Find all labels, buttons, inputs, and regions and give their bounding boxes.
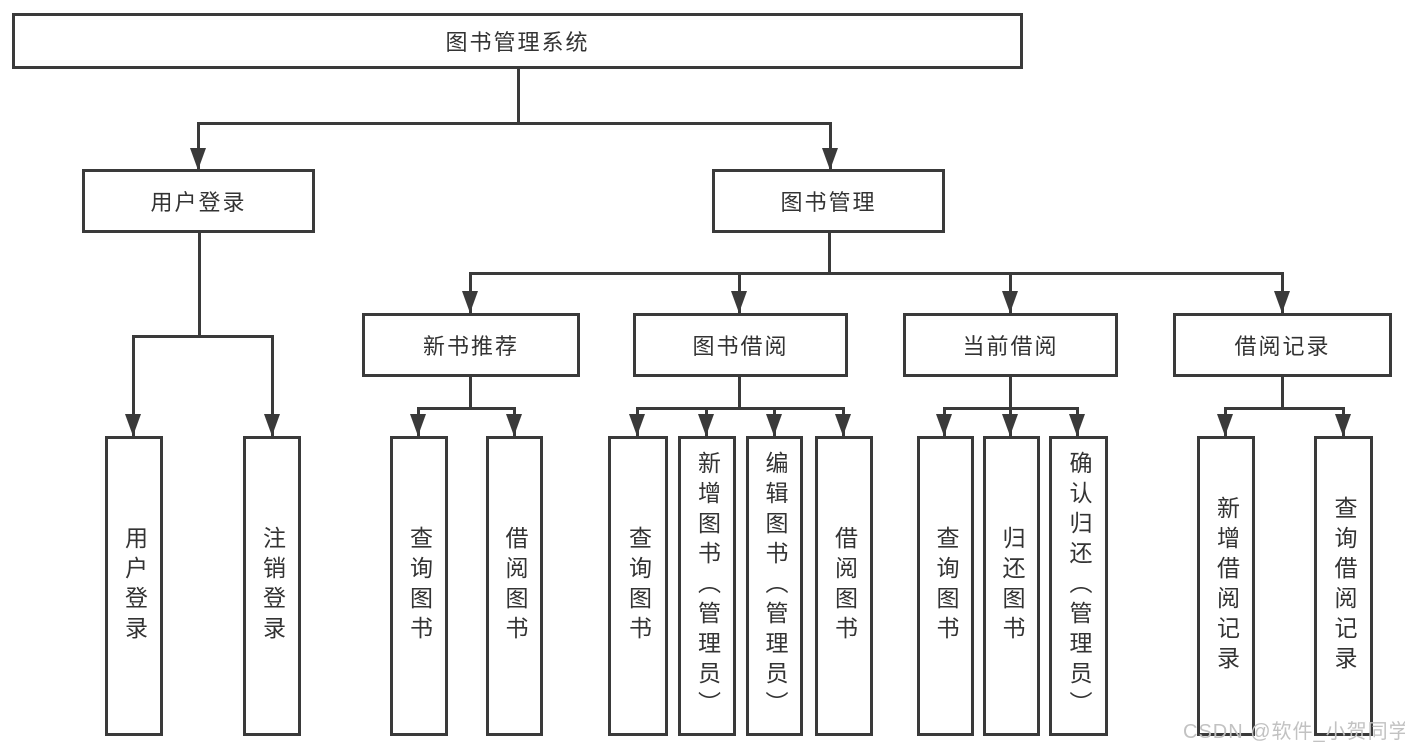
leaf-query-books-borrow-label: 查询图书 [625,526,652,646]
node-borrow-record: 借阅记录 [1173,313,1392,377]
leaf-query-books-borrow: 查询图书 [608,436,668,736]
connector-vline [198,233,201,335]
leaf-logout: 注销登录 [243,436,301,736]
leaf-user-login: 用户登录 [105,436,163,736]
connector-arrow [506,414,522,436]
connector-arrow [731,291,747,313]
connector-hline [636,407,844,410]
leaf-add-borrow-record: 新增借阅记录 [1197,436,1255,736]
connector-arrow [1217,414,1233,436]
connector-vline [829,122,832,170]
connector-vline [1009,377,1012,407]
node-borrow-record-label: 借阅记录 [1234,334,1331,359]
node-user-login: 用户登录 [82,169,315,233]
connector-arrow [1335,414,1351,436]
node-new-book-recommend-label: 新书推荐 [422,334,519,359]
connector-hline [469,272,1283,275]
leaf-borrow-books-label: 借阅图书 [831,526,858,646]
connector-arrow [1002,414,1018,436]
connector-arrow [125,414,141,436]
leaf-borrow-books: 借阅图书 [815,436,873,736]
connector-arrow [629,414,645,436]
leaf-query-borrow-record: 查询借阅记录 [1314,436,1373,736]
connector-vline [738,377,741,407]
node-book-management-label: 图书管理 [780,190,877,215]
leaf-edit-books-admin: 编辑图书（管理员） [746,436,803,736]
node-book-borrow: 图书借阅 [633,313,848,377]
connector-hline [1224,407,1344,410]
connector-arrow [1069,414,1085,436]
leaf-add-books-admin: 新增图书（管理员） [678,436,736,736]
leaf-logout-label: 注销登录 [259,526,286,646]
connector-arrow [1274,291,1290,313]
node-current-borrow-label: 当前借阅 [962,334,1059,359]
leaf-edit-books-admin-label: 编辑图书（管理员） [762,451,788,721]
node-book-borrow-label: 图书借阅 [692,334,789,359]
connector-arrow [410,414,426,436]
node-root-label: 图书管理系统 [445,30,590,55]
leaf-add-borrow-record-label: 新增借阅记录 [1213,496,1240,676]
connector-vline [828,233,831,272]
connector-arrow [766,414,782,436]
connector-arrow [190,148,206,170]
connector-arrow [835,414,851,436]
leaf-confirm-return-admin: 确认归还（管理员） [1049,436,1108,736]
connector-vline [469,377,472,407]
connector-vline [197,122,200,170]
connector-arrow [822,148,838,170]
connector-arrow [936,414,952,436]
connector-arrow [1002,291,1018,313]
node-current-borrow: 当前借阅 [903,313,1118,377]
node-user-login-label: 用户登录 [150,190,247,215]
connector-arrow [264,414,280,436]
connector-vline [517,69,520,122]
connector-vline [271,335,274,436]
leaf-return-books: 归还图书 [983,436,1040,736]
leaf-borrow-books-recommend-label: 借阅图书 [502,526,528,646]
leaf-query-books-current-label: 查询图书 [933,526,959,646]
leaf-user-login-label: 用户登录 [121,526,148,646]
leaf-borrow-books-recommend: 借阅图书 [486,436,543,736]
node-book-management: 图书管理 [712,169,945,233]
leaf-return-books-label: 归还图书 [999,526,1025,646]
leaf-query-books-recommend: 查询图书 [390,436,448,736]
node-new-book-recommend: 新书推荐 [362,313,580,377]
connector-hline [417,407,515,410]
leaf-add-books-admin-label: 新增图书（管理员） [694,451,721,721]
csdn-watermark: CSDN @软件_小贺同学 [1183,721,1405,743]
connector-arrow [462,291,478,313]
connector-vline [132,335,135,436]
connector-hline [197,122,831,125]
leaf-query-borrow-record-label: 查询借阅记录 [1331,496,1357,676]
connector-arrow [698,414,714,436]
connector-hline [132,335,274,338]
leaf-confirm-return-admin-label: 确认归还（管理员） [1066,451,1092,721]
leaf-query-books-current: 查询图书 [917,436,974,736]
node-root: 图书管理系统 [12,13,1023,69]
leaf-query-books-recommend-label: 查询图书 [406,526,433,646]
connector-vline [1281,377,1284,407]
